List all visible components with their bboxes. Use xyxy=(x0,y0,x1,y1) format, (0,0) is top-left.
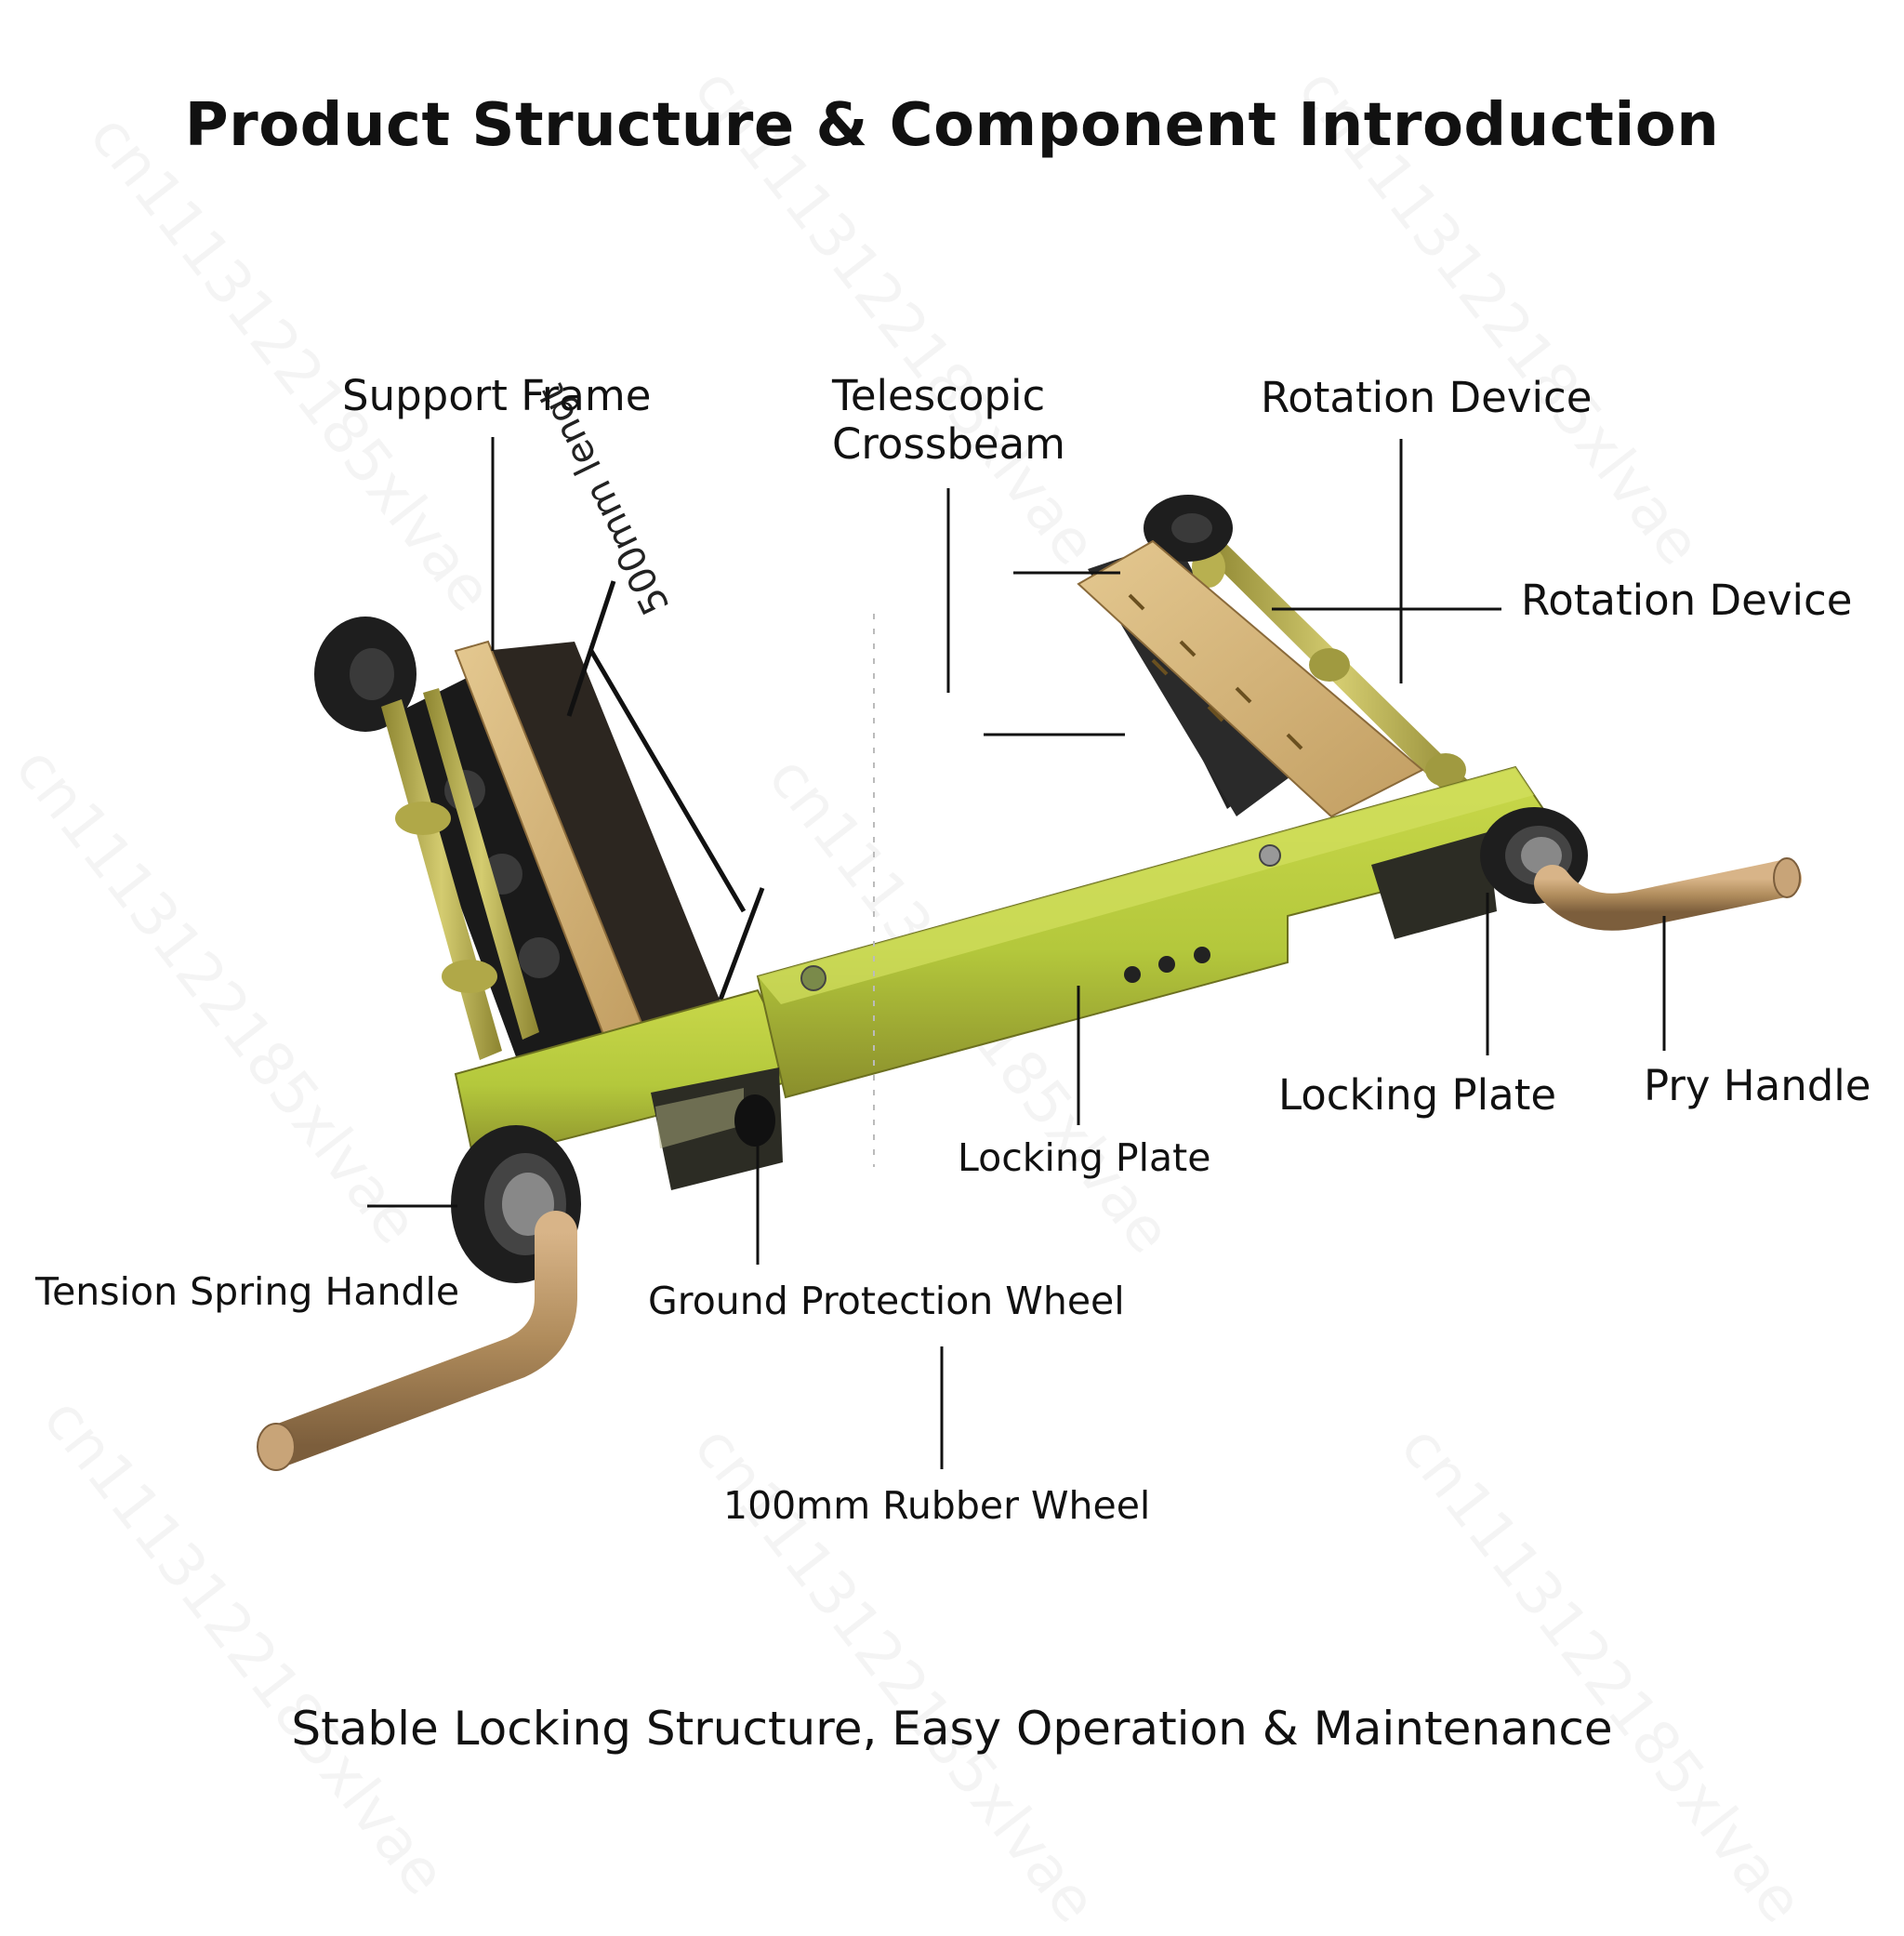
label-locking-plate-center: Locking Plate xyxy=(958,1135,1211,1180)
right-roller-assembly xyxy=(1077,495,1478,818)
label-pry-handle: Pry Handle xyxy=(1644,1061,1871,1110)
telescopic-crossbeam xyxy=(454,765,1544,1164)
page-title: Product Structure & Component Introducti… xyxy=(184,91,1720,160)
left-frame-assembly xyxy=(314,617,725,1069)
label-rotation-device-top: Rotation Device xyxy=(1261,373,1593,422)
front-left-wheel-assembly xyxy=(451,1067,783,1283)
tension-spring-handle-shape xyxy=(257,1211,577,1471)
label-rubber-wheel: 100mm Rubber Wheel xyxy=(723,1483,1151,1528)
leader-lines xyxy=(367,437,1666,1469)
pry-handle-shape xyxy=(1534,857,1802,931)
label-rotation-device-side: Rotation Device xyxy=(1521,576,1853,625)
label-telescopic-crossbeam: Telescopic Crossbeam xyxy=(832,371,1066,469)
label-support-frame: Support Frame xyxy=(342,371,652,420)
label-locking-plate-right: Locking Plate xyxy=(1278,1070,1557,1120)
label-tension-spring-handle: Tension Spring Handle xyxy=(35,1269,460,1314)
dimension-bracket xyxy=(566,580,765,1001)
label-ground-protection-wheel: Ground Protection Wheel xyxy=(648,1279,1125,1323)
footer-tagline: Stable Locking Structure, Easy Operation… xyxy=(291,1702,1613,1756)
